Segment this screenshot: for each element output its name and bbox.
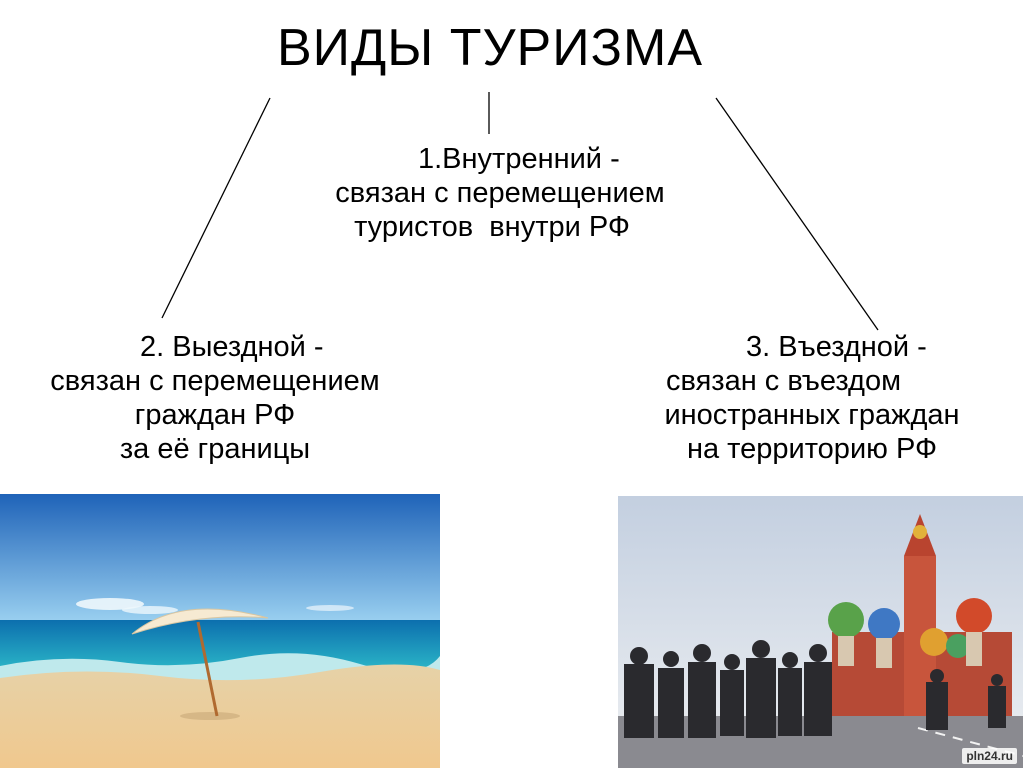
type-outbound-line4: за её границы bbox=[119, 433, 311, 465]
page-title: ВИДЫ ТУРИЗМА bbox=[276, 19, 704, 77]
beach-illustration bbox=[0, 494, 440, 768]
type-outbound-line2: связан с перемещением bbox=[50, 365, 380, 397]
type-internal: 1.Внутренний - связан с перемещением тур… bbox=[280, 142, 720, 244]
type-inbound: 3. Въездной - связан с въездом иностранн… bbox=[622, 330, 1002, 466]
type-outbound: 2. Выездной - связан с перемещением граж… bbox=[2, 330, 428, 466]
red-square-photo: pln24.ru bbox=[618, 496, 1023, 768]
type-inbound-line3: иностранных граждан bbox=[664, 399, 960, 431]
watermark: pln24.ru bbox=[962, 748, 1017, 764]
beach-photo bbox=[0, 494, 440, 768]
type-inbound-line2: связан с въездом bbox=[666, 365, 902, 397]
connector-to-outbound bbox=[161, 97, 271, 319]
connector-to-inbound bbox=[715, 97, 879, 331]
type-internal-line2: связан с перемещением bbox=[335, 177, 665, 209]
type-outbound-line3: граждан РФ bbox=[134, 399, 296, 431]
kremlin-illustration bbox=[618, 496, 1023, 768]
type-inbound-line4: на территорию РФ bbox=[686, 433, 938, 465]
type-outbound-line1: 2. Выездной - bbox=[140, 331, 324, 363]
type-internal-line3: туристов внутри РФ bbox=[354, 211, 630, 243]
type-inbound-line1: 3. Въездной - bbox=[746, 331, 927, 363]
type-internal-line1: 1.Внутренний - bbox=[418, 143, 620, 175]
